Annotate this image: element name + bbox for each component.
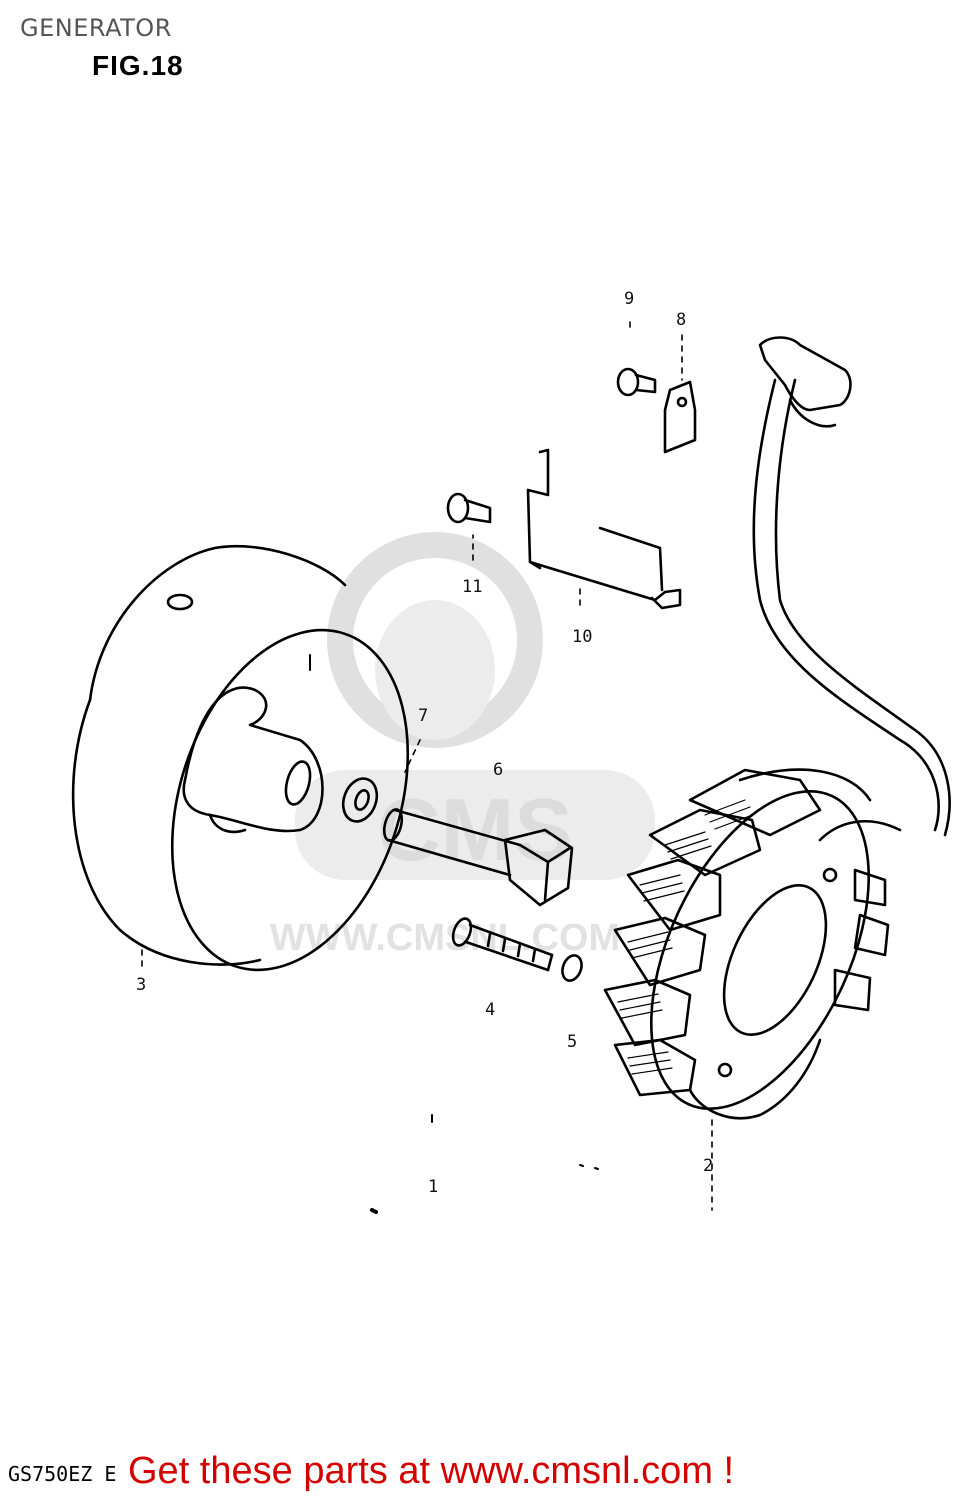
bracket-part-8 xyxy=(663,380,697,454)
washer-part-7 xyxy=(341,777,379,823)
callout-11: 11 xyxy=(462,577,483,597)
callout-2: 2 xyxy=(703,1156,714,1176)
watermark-brand: CMS xyxy=(377,780,573,879)
callout-7: 7 xyxy=(418,706,429,726)
callout-3: 3 xyxy=(136,975,147,995)
cms-watermark-logo: CMS WWW.CMSNL.COM xyxy=(270,532,655,959)
screw-part-9 xyxy=(616,367,657,397)
callout-6: 6 xyxy=(493,760,504,780)
bolt-part-6 xyxy=(382,808,574,907)
rotor-part-3 xyxy=(71,544,410,972)
figure-number: FIG.18 xyxy=(92,50,184,81)
screw-part-4 xyxy=(451,917,554,972)
callout-1: 1 xyxy=(428,1177,439,1197)
washer-part-5 xyxy=(561,954,583,982)
model-code: GS750EZ E xyxy=(8,1462,117,1486)
screw-part-11 xyxy=(446,492,492,524)
callout-10: 10 xyxy=(572,627,593,647)
page-title: GENERATOR xyxy=(20,14,172,42)
promo-link[interactable]: Get these parts at www.cmsnl.com ! xyxy=(128,1450,735,1492)
callout-5: 5 xyxy=(567,1032,578,1052)
callout-9: 9 xyxy=(624,289,635,309)
stator-part-2 xyxy=(603,768,890,1120)
wire-harness xyxy=(752,336,951,842)
callout-8: 8 xyxy=(676,310,687,330)
callout-4: 4 xyxy=(485,1000,496,1020)
cover-plate-part-10 xyxy=(526,448,682,610)
